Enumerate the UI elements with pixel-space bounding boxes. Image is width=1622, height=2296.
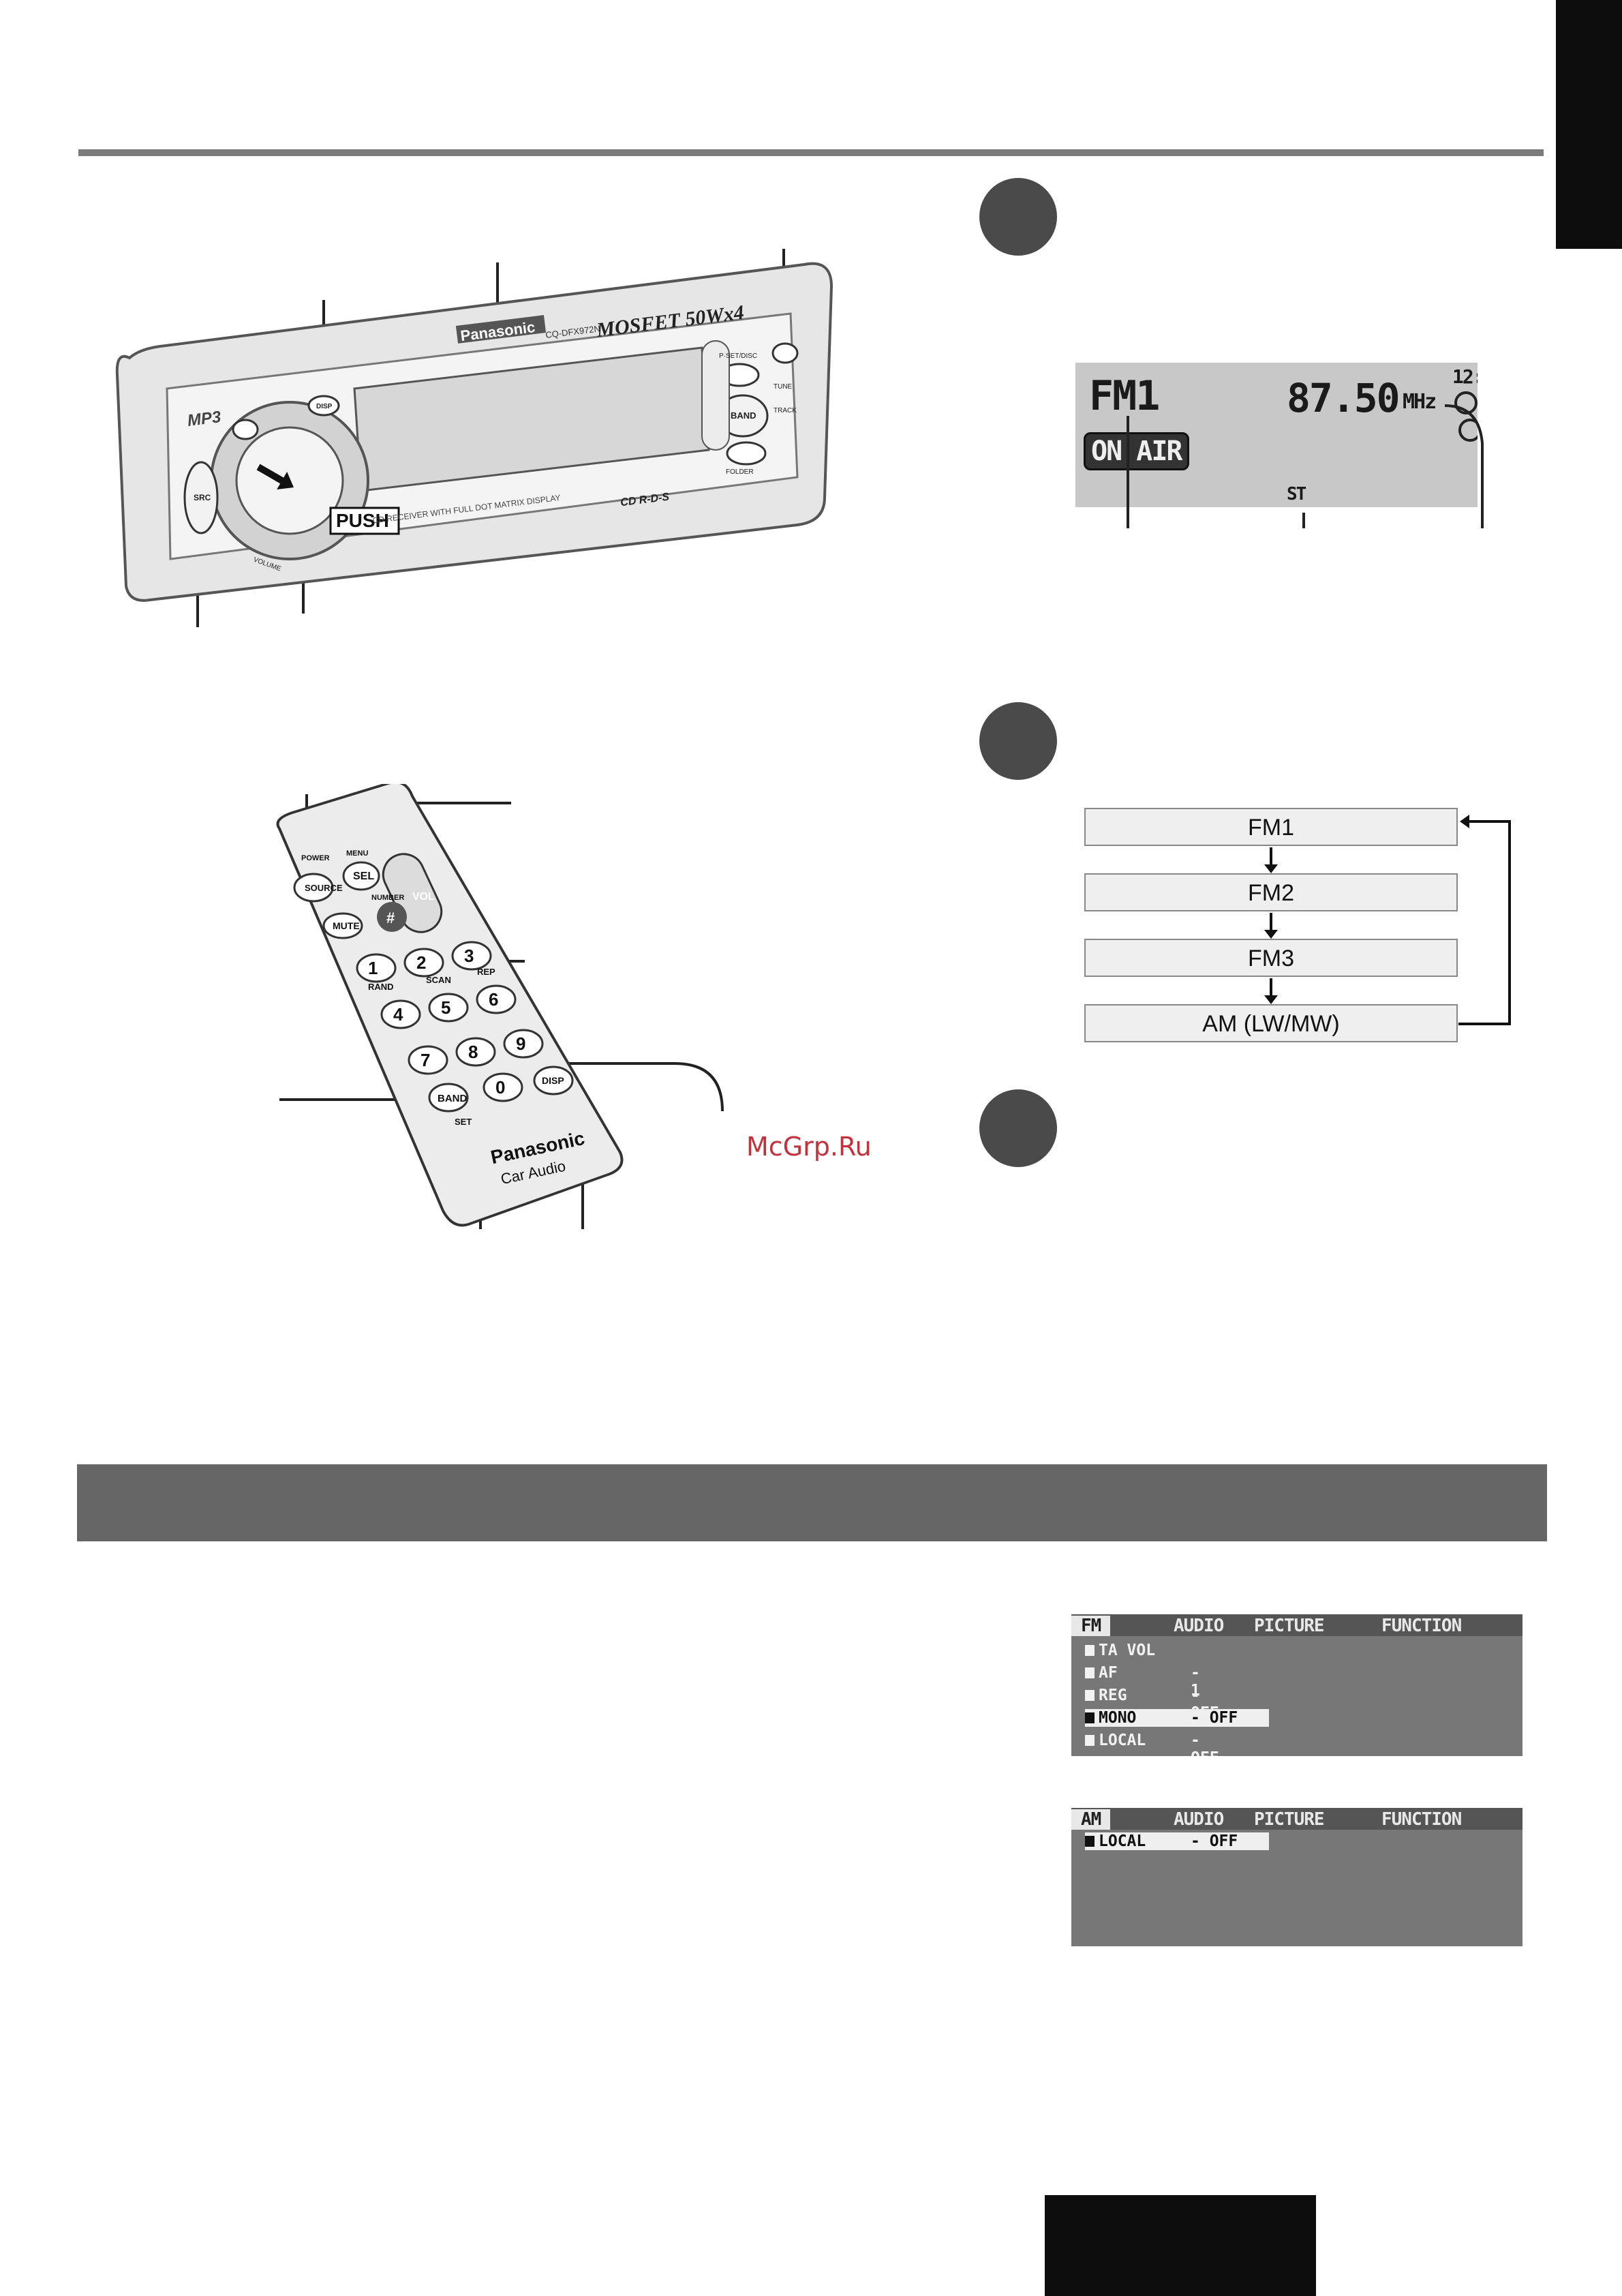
band-am: AM (LW/MW) <box>1084 1004 1458 1042</box>
lcd-frequency: 87.50 <box>1287 375 1401 421</box>
remote-sel-label: SEL <box>353 871 374 882</box>
remote-rand-label: RAND <box>368 982 394 992</box>
step-circle-2 <box>979 702 1057 780</box>
side-tab <box>1556 0 1622 249</box>
osd-tab-audio: AUDIO <box>1174 1809 1224 1830</box>
am-osd-menu: AM AUDIO PICTURE FUNCTION LOCAL- OFF <box>1071 1808 1522 1946</box>
key-9: 9 <box>516 1033 525 1054</box>
step-circle-1 <box>979 178 1057 256</box>
lcd-band: FM1 <box>1089 372 1160 420</box>
track-label: TRACK <box>774 407 797 414</box>
disc-icon <box>1458 419 1478 442</box>
osd-tab-audio: AUDIO <box>1174 1616 1224 1636</box>
head-unit-illustration: Panasonic CQ-DFX972N MOSFET 50Wx4 MP3 PU… <box>115 249 833 627</box>
fm-row-reg: REG- OFF <box>1085 1687 1219 1722</box>
lcd-callouts <box>1127 404 1484 528</box>
remote-hash-label: # <box>386 909 395 926</box>
remote-illustration: SOURCE SEL MUTE # VOL POWER MENU NUMBER … <box>276 784 724 1229</box>
remote-mute-label: MUTE <box>333 920 360 931</box>
band-button-label: BAND <box>731 410 756 421</box>
lcd-stereo-indicator: ST <box>1287 484 1306 504</box>
remote-number-label: NUMBER <box>371 894 404 902</box>
preset-disc-label: P·SET/DISC <box>719 352 757 360</box>
remote-source-label: SOURCE <box>305 883 343 893</box>
disp-button-label: DISP <box>316 403 333 410</box>
remote-band-label: BAND <box>438 1093 467 1104</box>
fm-row-af: AF- 1 <box>1085 1664 1200 1700</box>
page-number-tab <box>1045 2195 1316 2296</box>
lcd-clock: 12:30 <box>1452 365 1478 388</box>
remote-disp-label: DISP <box>542 1075 564 1086</box>
tune-label: TUNE <box>774 383 793 391</box>
band-cycle-arrows <box>1264 815 1511 1025</box>
band-fm1: FM1 <box>1084 808 1458 846</box>
key-7: 7 <box>420 1050 430 1070</box>
src-button-label: SRC <box>194 493 211 502</box>
remote-rep-label: REP <box>477 967 495 977</box>
step-circle-3 <box>979 1089 1057 1167</box>
fm-row-ta-vol: TA VOL <box>1085 1642 1155 1659</box>
remote-set-label: SET <box>455 1117 472 1127</box>
key-6: 6 <box>489 989 498 1010</box>
top-rule <box>78 149 1544 156</box>
band-fm3: FM3 <box>1084 939 1458 977</box>
remote-vol-label: VOL <box>412 891 435 903</box>
band-fm2: FM2 <box>1084 873 1458 911</box>
fm-row-local: LOCAL- OFF <box>1085 1732 1219 1756</box>
fm-osd-tab-bar: FM AUDIO PICTURE FUNCTION <box>1071 1614 1522 1636</box>
lcd-unit: MHz <box>1403 390 1437 414</box>
disc-icon <box>1454 391 1478 414</box>
remote-menu-label: MENU <box>346 849 368 858</box>
osd-tab-picture: PICTURE <box>1254 1809 1325 1830</box>
fm-osd-menu: FM AUDIO PICTURE FUNCTION TA VOL AF- 1 R… <box>1071 1614 1522 1756</box>
key-8: 8 <box>468 1042 478 1062</box>
mp3-badge: MP3 <box>186 408 222 430</box>
am-osd-tab-bar: AM AUDIO PICTURE FUNCTION <box>1071 1808 1522 1830</box>
fm-row-mono: MONO- OFF <box>1085 1709 1269 1727</box>
key-3: 3 <box>464 946 474 966</box>
osd-tab-function: FUNCTION <box>1381 1809 1462 1830</box>
key-0: 0 <box>495 1077 505 1098</box>
key-1: 1 <box>368 958 378 978</box>
remote-power-label: POWER <box>301 854 330 862</box>
osd-tab-fm: FM <box>1071 1616 1111 1636</box>
section-header-bar <box>77 1464 1547 1541</box>
am-row-local: LOCAL- OFF <box>1085 1832 1269 1850</box>
lcd-display: FM1 87.50 MHz 12:30 ON AIR ST <box>1075 363 1478 507</box>
remote-scan-label: SCAN <box>426 975 451 985</box>
key-5: 5 <box>441 997 450 1018</box>
lcd-onair-indicator: ON AIR <box>1084 432 1189 470</box>
osd-tab-am: AM <box>1071 1809 1111 1830</box>
key-4: 4 <box>393 1004 403 1025</box>
osd-tab-picture: PICTURE <box>1254 1616 1325 1636</box>
key-2: 2 <box>416 952 426 973</box>
folder-label: FOLDER <box>726 468 754 476</box>
osd-tab-function: FUNCTION <box>1381 1616 1462 1636</box>
watermark: McGrp.Ru <box>746 1132 872 1162</box>
push-label: PUSH <box>336 510 389 531</box>
